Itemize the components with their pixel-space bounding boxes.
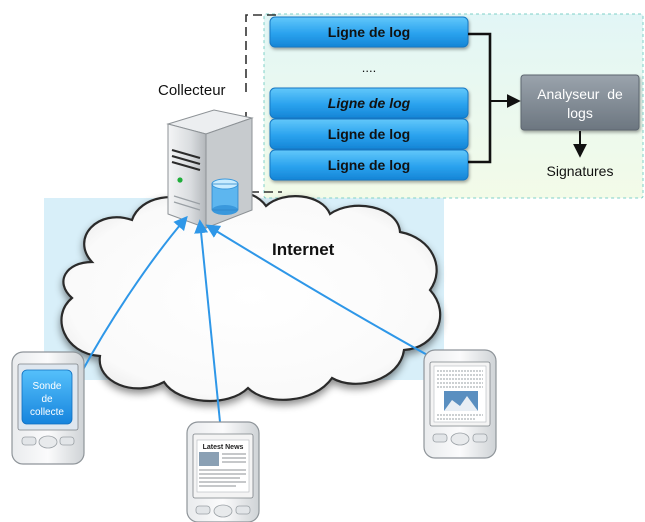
probe-label-line1: Sonde xyxy=(33,381,62,392)
log-line-box xyxy=(269,149,469,181)
database-cylinder-icon xyxy=(211,178,239,215)
probe-label-line2: de xyxy=(41,394,53,405)
upload-arrow-news xyxy=(194,219,221,423)
log-line-label: Ligne de log xyxy=(328,126,410,142)
log-line-box-top xyxy=(269,16,469,48)
probe-label-line3: collecte xyxy=(30,407,64,418)
internet-label: Internet xyxy=(272,240,335,259)
log-line-label: Ligne de log xyxy=(328,95,411,111)
smartphone-icon xyxy=(11,351,85,465)
log-line-label: Ligne de log xyxy=(328,24,410,40)
signatures-label: Signatures xyxy=(547,163,614,179)
log-line-label: Ligne de log xyxy=(328,157,410,173)
internet-cloud xyxy=(60,189,442,403)
analyzer-box xyxy=(520,74,640,131)
upload-arrow-probe xyxy=(79,215,188,376)
smartphone-icon xyxy=(423,349,497,459)
server-tower-icon xyxy=(166,109,254,229)
collector-bracket xyxy=(245,14,282,193)
log-line-box xyxy=(269,87,469,119)
news-headline: Latest News xyxy=(203,444,244,451)
collector-label: Collecteur xyxy=(158,82,226,99)
smartphone-icon xyxy=(186,421,260,522)
log-line-box xyxy=(269,118,469,150)
log-connector xyxy=(468,32,492,164)
log-ellipsis: .... xyxy=(362,60,376,75)
upload-arrow-right xyxy=(205,224,441,363)
analyzer-label-line1: Analyseur de xyxy=(537,86,623,102)
analyzer-label-line2: logs xyxy=(567,105,593,121)
